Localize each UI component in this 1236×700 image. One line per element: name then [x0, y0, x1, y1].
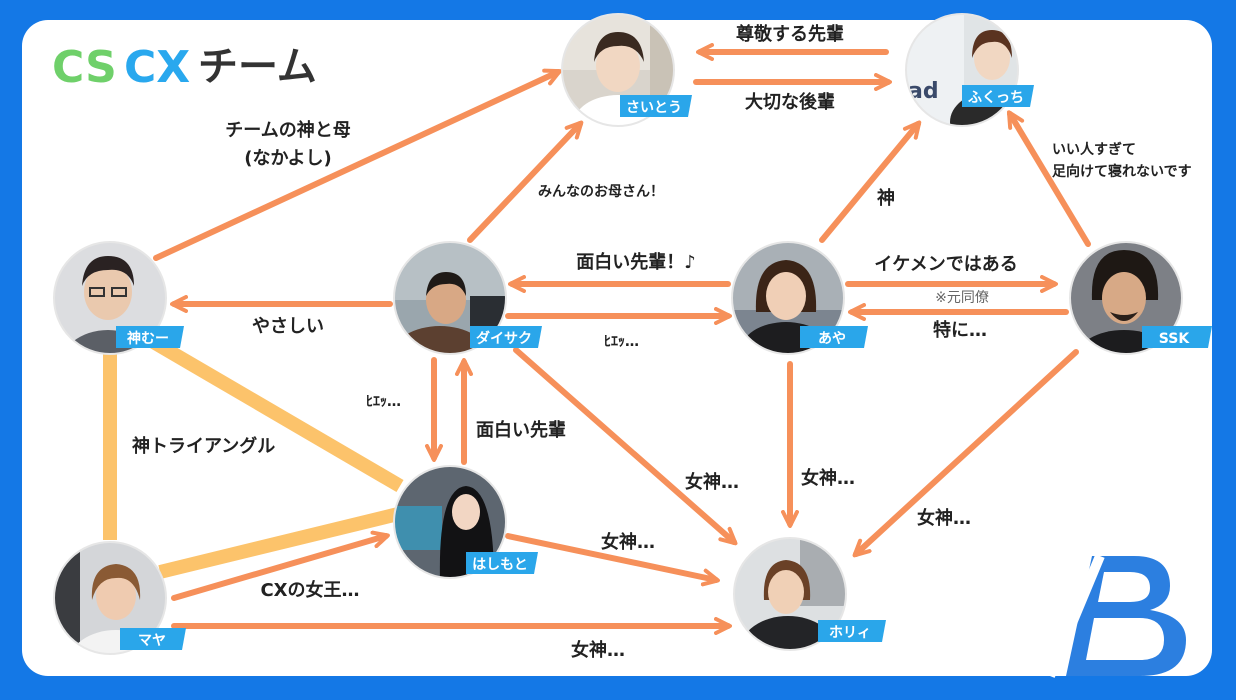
person-maya: [53, 541, 167, 655]
label-hashimoto-horii: 女神…: [601, 531, 655, 553]
label-daisaku-horii: 女神…: [685, 471, 739, 493]
label-daisaku-saitou: みんなのお母さん！: [538, 184, 664, 200]
tag-text-kamu: 神むー: [127, 330, 169, 347]
tag-text-hashimoto: はしもと: [472, 557, 528, 573]
tag-text-aya: あや: [818, 331, 846, 347]
title-cs: CS: [52, 42, 117, 93]
tag-ssk: SSK: [1142, 326, 1212, 348]
tag-text-horii: ホリィ: [829, 625, 871, 641]
svg-text:ad: ad: [908, 79, 939, 104]
tag-text-daisaku: ダイサク: [476, 330, 532, 347]
label-triangle: 神トライアングル: [132, 435, 275, 457]
arrow-aya-fukuchi: [819, 120, 922, 243]
label-saitou-fukuchi: 大切な後輩: [745, 91, 835, 113]
label-daisaku-kamu: やさしい: [252, 316, 324, 337]
arrow-kamu-saitou: [153, 68, 562, 261]
person-ssk: [1069, 241, 1183, 355]
label-ssk-fukuchi-1: いい人すぎて: [1052, 141, 1136, 158]
label-fukuchi-saitou: 尊敬する先輩: [736, 23, 844, 45]
arrow-hashimoto-horii: [505, 533, 720, 587]
relation-labels: 尊敬する先輩 大切な後輩 チームの神と母 (なかよし) みんなのお母さん！ 神 …: [132, 23, 1192, 661]
tag-text-ssk: SSK: [1159, 331, 1191, 347]
arrow-ssk-horii: [852, 349, 1079, 558]
tag-text-saitou: さいとう: [626, 100, 682, 116]
label-ssk-fukuchi-2: 足向けて寝れないです: [1052, 163, 1192, 180]
name-tags: さいとう ふくっち 神むー ダイサク あや SSK はしもと マヤ: [116, 85, 1212, 650]
label-ssk-horii: 女神…: [917, 507, 971, 529]
title-cx: CX: [124, 42, 190, 93]
person-saitou: [561, 13, 675, 127]
label-daisaku-hashimoto: ﾋｴｯ…: [366, 394, 401, 410]
label-kamu-saitou-2: (なかよし): [244, 148, 332, 169]
tag-daisaku: ダイサク: [470, 326, 542, 348]
tag-text-fukuchi: ふくっち: [968, 90, 1024, 106]
arrow-ssk-fukuchi: [1006, 110, 1091, 247]
label-aya-daisaku: 面白い先輩！♪: [576, 251, 696, 273]
page-title: CS CX チーム: [52, 42, 317, 93]
person-fukuchi: ad: [905, 13, 1019, 127]
tag-hashimoto: はしもと: [466, 552, 538, 574]
brand-logo-icon: [1045, 554, 1186, 678]
person-horii: [733, 537, 847, 651]
label-aya-fukuchi: 神: [877, 187, 895, 209]
tag-kamu: 神むー: [116, 326, 184, 348]
label-hashimoto-daisaku: 面白い先輩: [476, 419, 566, 441]
label-aya-horii: 女神…: [801, 467, 855, 489]
title-team: チーム: [198, 44, 317, 90]
tag-horii: ホリィ: [818, 620, 886, 642]
tag-fukuchi: ふくっち: [962, 85, 1034, 107]
kami-triangle: [103, 333, 404, 579]
arrow-maya-hashimoto: [171, 530, 390, 601]
person-daisaku: [393, 241, 507, 355]
label-ssk-aya: 特に…: [933, 319, 987, 341]
arrow-daisaku-horii: [513, 347, 738, 546]
person-aya: [731, 241, 845, 355]
label-ssk-aya-note: ※元同僚: [935, 290, 989, 306]
tag-aya: あや: [800, 326, 868, 348]
label-maya-horii: 女神…: [571, 639, 625, 661]
tag-saitou: さいとう: [620, 95, 692, 117]
label-daisaku-aya: ﾋｴｯ…: [604, 334, 639, 350]
tag-maya: マヤ: [120, 628, 186, 650]
tag-text-maya: マヤ: [138, 633, 166, 649]
arrows: [153, 43, 1091, 635]
arrow-daisaku-saitou: [467, 120, 584, 243]
label-maya-hashimoto: CXの女王…: [260, 579, 359, 601]
label-kamu-saitou-1: チームの神と母: [225, 119, 350, 141]
label-aya-ssk: イケメンではある: [874, 254, 1017, 275]
